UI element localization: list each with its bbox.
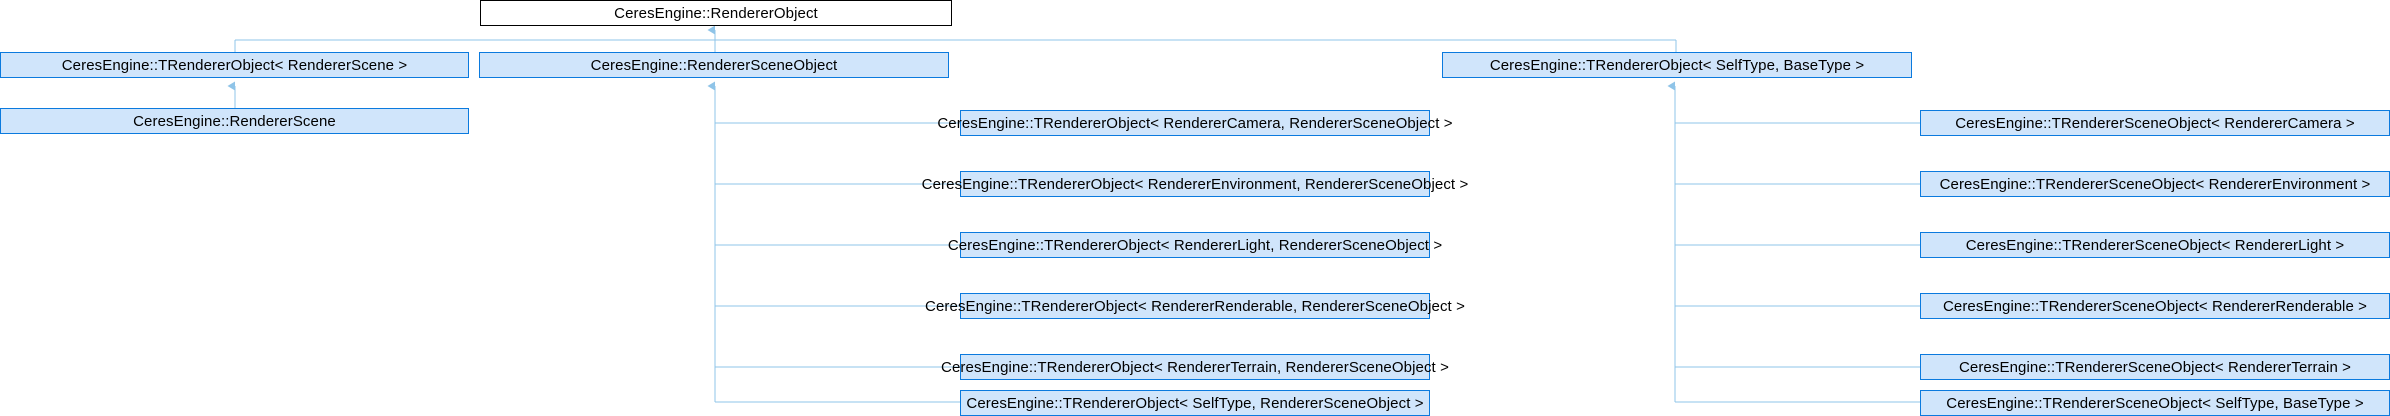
class-node-trso-environment[interactable]: CeresEngine::TRendererSceneObject< Rende… [1920, 171, 2390, 197]
class-node-tro-camera[interactable]: CeresEngine::TRendererObject< RendererCa… [937, 110, 1453, 136]
class-node-label: CeresEngine::TRendererSceneObject< Rende… [1958, 358, 2352, 376]
class-node-trendererobject-rendererscene[interactable]: CeresEngine::TRendererObject< RendererSc… [0, 52, 469, 78]
class-node-label: CeresEngine::TRendererSceneObject< SelfT… [1946, 394, 2364, 412]
class-node-tro-light[interactable]: CeresEngine::TRendererObject< RendererLi… [948, 232, 1442, 258]
class-node-label: CeresEngine::TRendererObject< RendererEn… [921, 175, 1469, 193]
class-node-label: CeresEngine::RendererScene [133, 112, 336, 130]
class-node-label: CeresEngine::TRendererObject< RendererLi… [947, 236, 1443, 254]
class-node-tro-terrain[interactable]: CeresEngine::TRendererObject< RendererTe… [941, 354, 1449, 380]
class-node-tro-selftype[interactable]: CeresEngine::TRendererObject< SelfType, … [960, 390, 1430, 416]
class-node-trso-camera[interactable]: CeresEngine::TRendererSceneObject< Rende… [1920, 110, 2390, 136]
class-node-rendererscene[interactable]: CeresEngine::RendererScene [0, 108, 469, 134]
class-node-trso-terrain[interactable]: CeresEngine::TRendererSceneObject< Rende… [1920, 354, 2390, 380]
class-node-label: CeresEngine::RendererObject [614, 4, 818, 22]
class-node-label: CeresEngine::TRendererObject< RendererCa… [937, 114, 1453, 132]
class-node-trso-selftype[interactable]: CeresEngine::TRendererSceneObject< SelfT… [1920, 390, 2390, 416]
class-node-label: CeresEngine::TRendererSceneObject< Rende… [1939, 175, 2371, 193]
class-node-label: CeresEngine::TRendererObject< RendererSc… [61, 56, 408, 74]
class-node-trendererobject-selftype-basetype[interactable]: CeresEngine::TRendererObject< SelfType, … [1442, 52, 1912, 78]
class-node-label: CeresEngine::TRendererObject< SelfType, … [1489, 56, 1865, 74]
class-node-renderersceneobject[interactable]: CeresEngine::RendererSceneObject [479, 52, 949, 78]
class-node-trso-renderable[interactable]: CeresEngine::TRendererSceneObject< Rende… [1920, 293, 2390, 319]
class-node-root[interactable]: CeresEngine::RendererObject [480, 0, 952, 26]
class-node-tro-environment[interactable]: CeresEngine::TRendererObject< RendererEn… [922, 171, 1468, 197]
class-node-trso-light[interactable]: CeresEngine::TRendererSceneObject< Rende… [1920, 232, 2390, 258]
class-node-label: CeresEngine::RendererSceneObject [590, 56, 838, 74]
class-node-label: CeresEngine::TRendererSceneObject< Rende… [1942, 297, 2368, 315]
class-node-label: CeresEngine::TRendererObject< SelfType, … [966, 394, 1424, 412]
class-node-label: CeresEngine::TRendererSceneObject< Rende… [1965, 236, 2345, 254]
class-node-label: CeresEngine::TRendererSceneObject< Rende… [1955, 114, 2355, 132]
class-node-label: CeresEngine::TRendererObject< RendererTe… [941, 358, 1449, 376]
class-node-label: CeresEngine::TRendererObject< RendererRe… [925, 297, 1465, 315]
class-node-tro-renderable[interactable]: CeresEngine::TRendererObject< RendererRe… [925, 293, 1465, 319]
